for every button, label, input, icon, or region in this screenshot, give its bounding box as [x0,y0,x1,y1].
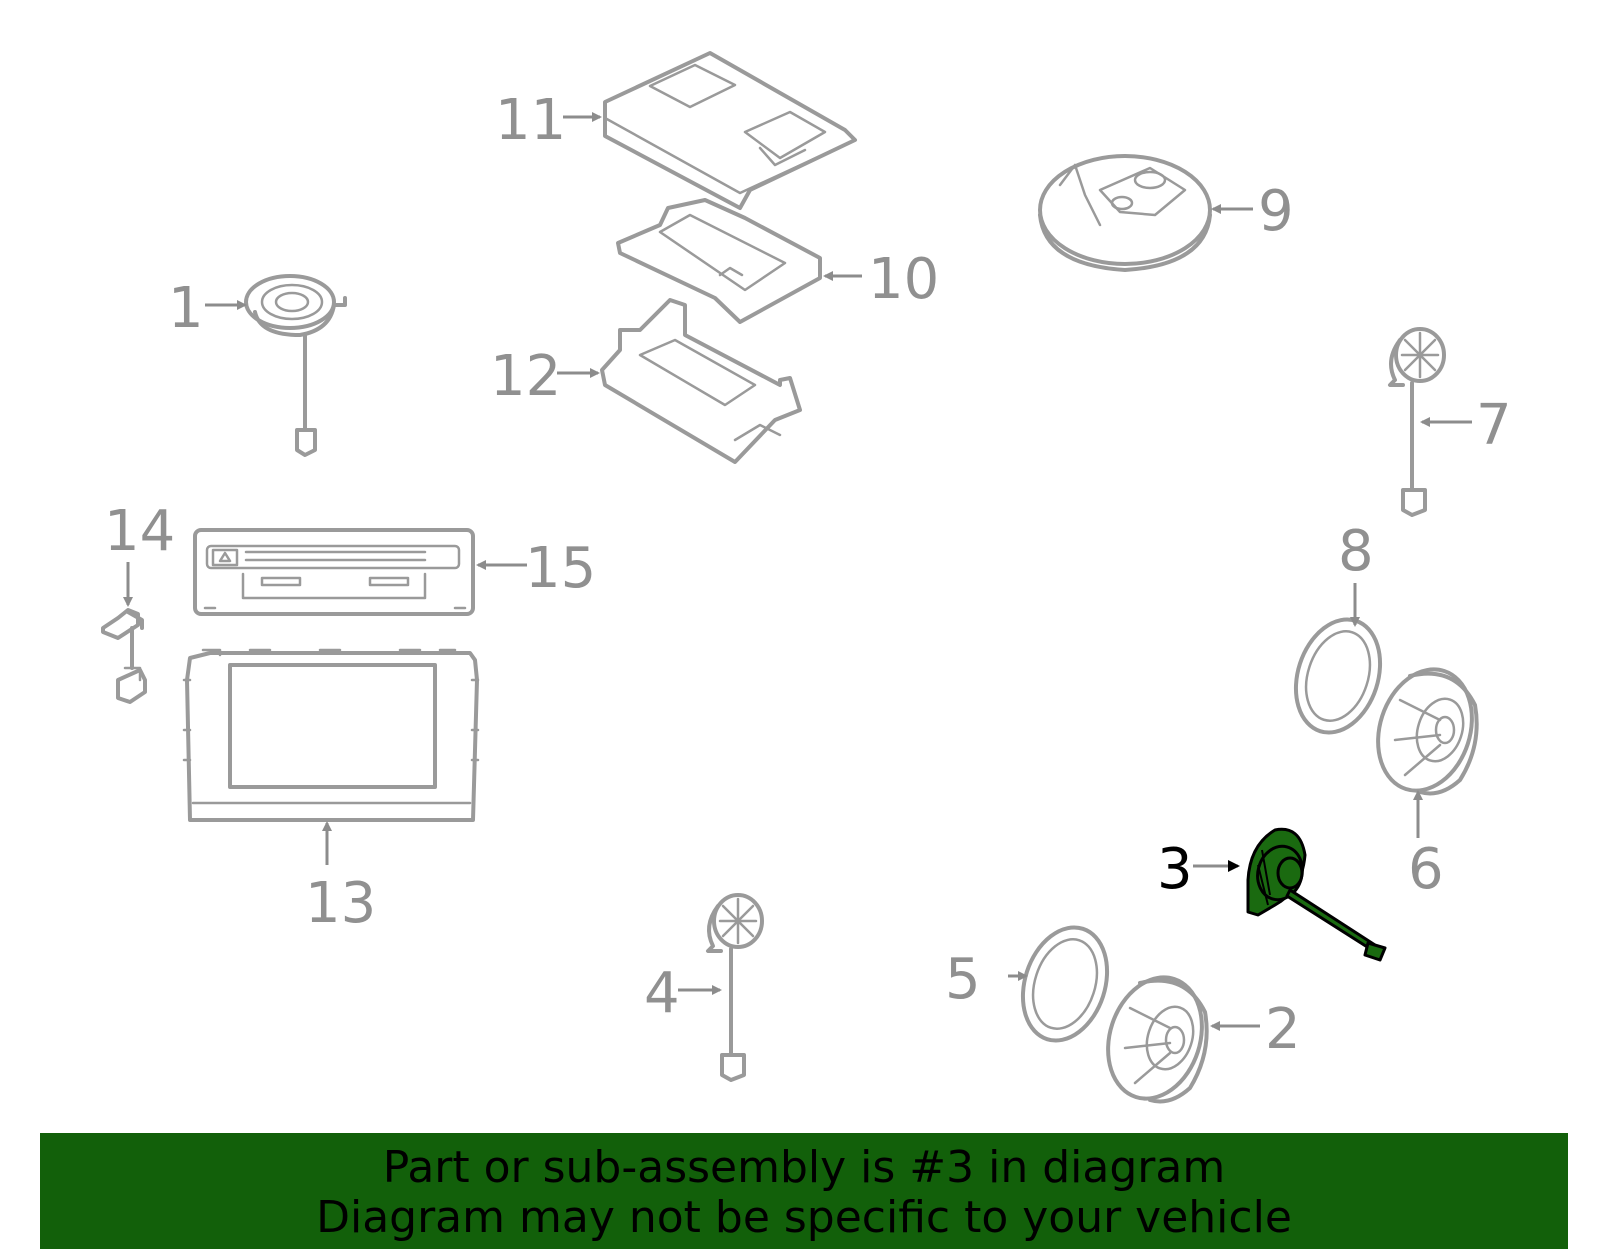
part-12-tray [600,298,802,464]
callout-5: 5 [945,947,981,1012]
banner-line-disclaimer: Diagram may not be specific to your vehi… [316,1192,1292,1243]
part-10-bracket [616,198,822,324]
callout-1: 1 [168,276,204,341]
part-15-radio-unit [193,528,475,616]
part-11-amplifier [603,51,857,210]
callout-2: 2 [1265,997,1301,1062]
part-4-speaker [706,893,764,1082]
part-6-speaker [1376,667,1479,796]
callout-14: 14 [104,499,175,564]
part-9-subwoofer [1038,154,1212,272]
callout-12: 12 [490,344,561,409]
leader-arrows [123,112,1472,1031]
callout-3: 3 [1157,837,1193,902]
callout-6: 6 [1408,837,1444,902]
part-5-gasket [1020,925,1110,1043]
callout-9: 9 [1258,179,1294,244]
part-1-speaker [244,274,347,457]
banner-line-part-number: Part or sub-assembly is #3 in diagram [382,1142,1226,1193]
info-banner: Part or sub-assembly is #3 in diagram Di… [40,1133,1568,1249]
callout-15: 15 [525,536,596,601]
callout-11: 11 [495,88,566,153]
callout-7: 7 [1476,393,1512,458]
part-13-display [182,648,480,822]
callout-13: 13 [305,871,376,936]
callout-labels: 11 10 12 9 1 7 8 6 3 5 2 4 14 15 13 [104,88,1512,1062]
part-14-connector [101,608,147,704]
part-7-speaker [1388,327,1446,517]
callout-8: 8 [1338,519,1374,584]
part-8-gasket [1293,617,1383,735]
callout-4: 4 [644,961,680,1026]
part-3-speaker-highlighted [1246,827,1387,962]
part-2-speaker [1106,975,1209,1104]
callout-10: 10 [868,247,939,312]
